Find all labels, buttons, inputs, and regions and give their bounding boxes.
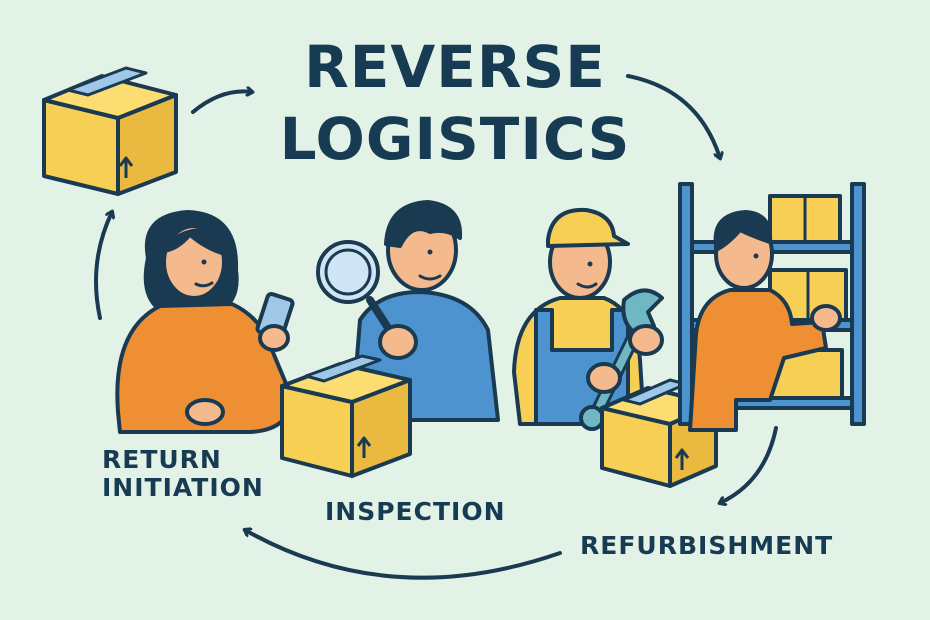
arrow-box-to-title [191,91,252,114]
package-box-icon [42,66,178,196]
stage-label-return-line-1: RETURN [102,445,222,474]
stage-label-inspection: INSPECTION [325,497,506,526]
stage-label-refurbishment: REFURBISHMENT [580,531,834,560]
arrow-title-to-shelf [626,74,720,158]
title-logistics: LOGISTICS [279,105,631,173]
arrow-refurbishment-to-return [245,530,562,580]
stage-label-return-line-2: INITIATION [102,473,264,502]
stage-label-return-initiation: RETURN INITIATION [102,445,264,502]
inspection-package-icon [280,354,412,478]
title-reverse: REVERSE [304,33,606,101]
warehouse-worker [688,210,842,432]
technician-with-wrench [512,207,664,431]
arrow-shelf-to-refurbishment [720,426,778,503]
customer-with-phone [115,210,295,434]
arrow-return-to-box [94,212,112,320]
